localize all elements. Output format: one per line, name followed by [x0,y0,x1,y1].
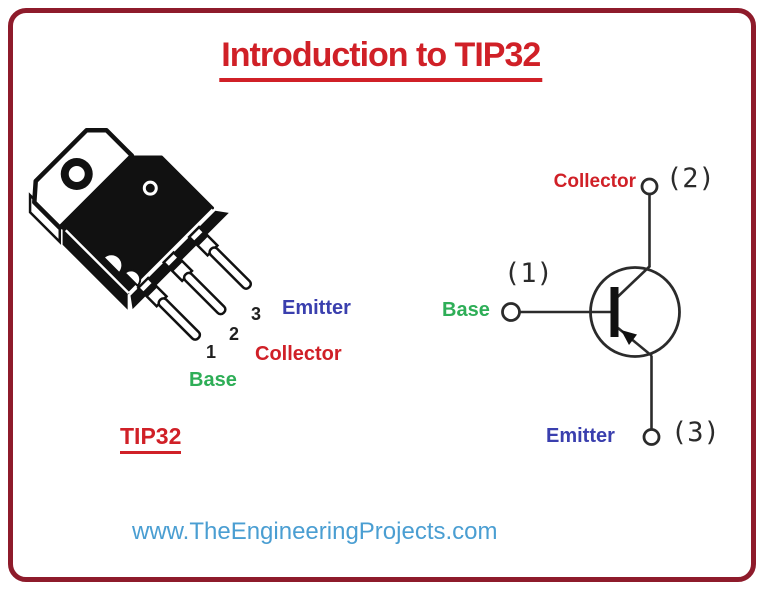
ejector-mark-icon [142,180,158,196]
bevel-highlight [64,229,130,295]
transistor-circle [589,266,681,358]
schematic-pin-ref-3: (3) [671,417,720,448]
pin-number-2: 2 [229,324,240,344]
schematic-collector-label: Collector [553,171,636,192]
schematic-base-label: Base [442,299,490,321]
pnp-arrow-icon [621,330,637,345]
leg-2 [161,250,227,316]
bottom-highlight [128,208,214,295]
leg-3 [187,225,253,290]
pin-number-1: 1 [206,342,217,362]
schematic-pin-ref-2: (2) [666,163,715,194]
collector-terminal [640,177,659,196]
schematic-pin-ref-1: (1) [504,258,553,289]
mounting-hole [68,166,85,183]
pin-number-3: 3 [251,304,262,324]
pnp-transistor-symbol [501,177,681,446]
page-title: Introduction to TIP32 [219,36,543,82]
package-collector-label: Collector [255,343,342,365]
emitter-terminal [642,428,661,446]
package-base-label: Base [189,369,237,391]
collector-diagonal [616,265,651,298]
to220-package-drawing [28,127,253,341]
corner-notch [123,269,142,288]
schematic-emitter-label: Emitter [546,425,615,447]
website-url: www.TheEngineeringProjects.com [132,518,498,545]
base-bar [610,287,619,337]
corner-notch [102,253,124,275]
package-caption: TIP32 [120,423,182,454]
body-left-bevel [62,227,128,310]
base-terminal [501,302,521,322]
package-emitter-label: Emitter [282,297,351,319]
leg-1 [136,276,202,341]
